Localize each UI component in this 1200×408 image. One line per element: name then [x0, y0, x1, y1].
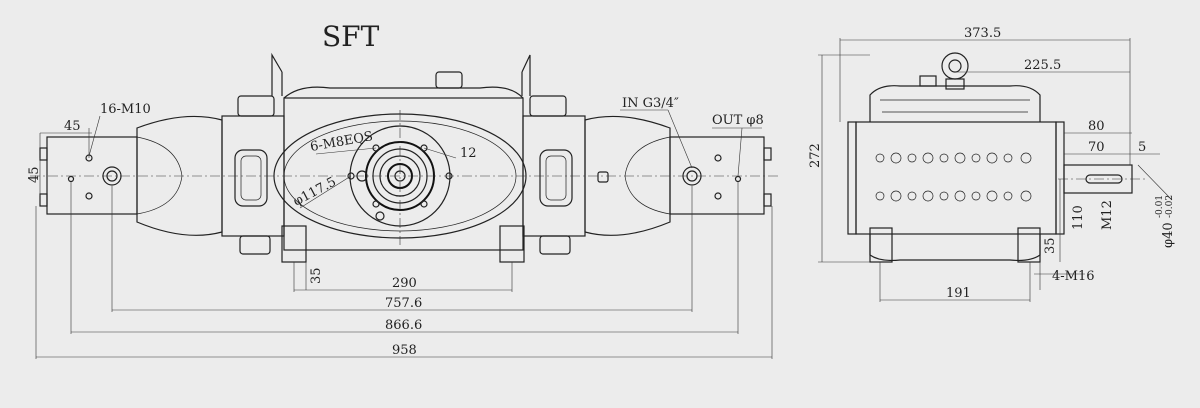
- dim-tol-lower: -0.02: [1165, 195, 1175, 218]
- dim-272: 272: [808, 143, 823, 168]
- dim-290: 290: [392, 276, 417, 291]
- left-slot: [234, 149, 268, 207]
- dim-757-6: 757.6: [385, 296, 422, 311]
- label-out-port: OUT φ8: [712, 113, 764, 128]
- label-in-port: IN G3/4″: [622, 96, 679, 111]
- label-flange-angle: 12: [460, 146, 477, 161]
- dim-110: 110: [1071, 205, 1086, 230]
- lifting-eye: [941, 52, 969, 80]
- dim-m12: M12: [1100, 200, 1115, 230]
- label-16-m10: 16-M10: [100, 102, 151, 117]
- front-dimensions: 45 45 16-M10 35 290 757.6 866.6 958 IN G…: [27, 96, 773, 359]
- left-end-block: [39, 136, 138, 215]
- dim-225-5: 225.5: [1024, 58, 1061, 73]
- side-dimensions: 373.5 225.5 272 80 70 5 110 M12 φ40 -0.0…: [808, 26, 1176, 302]
- dim-80: 80: [1088, 119, 1105, 134]
- dim-191: 191: [946, 286, 971, 301]
- dim-35-front: 35: [309, 267, 324, 284]
- dim-35-side: 35: [1043, 237, 1058, 254]
- dim-866-6: 866.6: [385, 318, 422, 333]
- dim-45-horizontal: 45: [64, 119, 81, 134]
- dim-5: 5: [1138, 140, 1146, 155]
- dim-shaft-dia: φ40: [1161, 222, 1176, 248]
- dim-tol-upper: -0.01: [1155, 195, 1165, 218]
- dim-70: 70: [1088, 140, 1105, 155]
- right-slot: [539, 149, 573, 207]
- dim-373-5: 373.5: [964, 26, 1001, 41]
- side-body: [855, 121, 1057, 235]
- label-4-m16: 4-M16: [1052, 269, 1095, 284]
- right-end-block: [669, 136, 772, 215]
- front-view: [30, 52, 780, 263]
- dim-958: 958: [392, 343, 417, 358]
- dim-45-vertical: 45: [27, 166, 42, 183]
- side-view: [847, 52, 1145, 263]
- label-flange-pcd: φ117.5: [291, 175, 339, 210]
- right-foot: [499, 225, 525, 263]
- drawing-title: SFT: [322, 20, 380, 53]
- top-plug: [435, 71, 463, 89]
- left-foot: [281, 225, 307, 263]
- label-flange-holes: 6-M8EQS: [309, 129, 374, 155]
